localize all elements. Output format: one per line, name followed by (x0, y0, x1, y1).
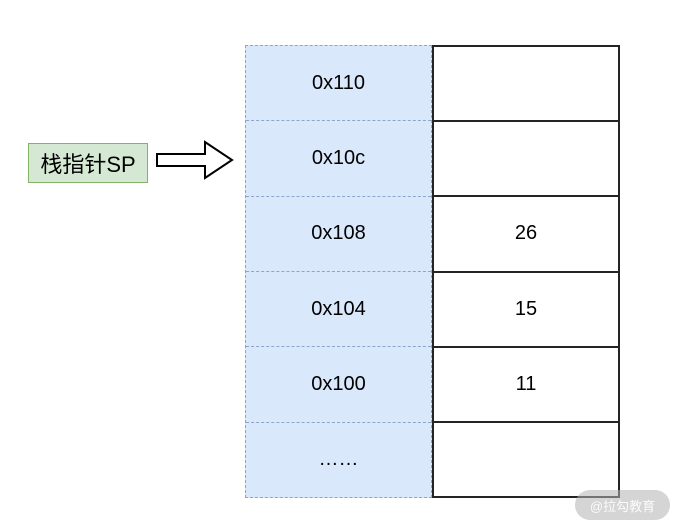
address-cell-0x108: 0x108 (246, 197, 431, 272)
address-label: 0x110 (311, 71, 365, 94)
value-label: 11 (515, 372, 537, 395)
address-cell-0x100: 0x100 (246, 347, 431, 423)
address-label: 0x108 (311, 222, 366, 245)
stack-pointer-label: 栈指针SP (28, 143, 148, 183)
address-label: 0x10c (311, 146, 366, 169)
value-cell-0x100: 11 (434, 348, 618, 423)
right-block-arrow-icon (156, 140, 234, 180)
address-cell-ellipsis: …… (246, 423, 431, 497)
value-column: 26 15 11 (432, 45, 620, 498)
right-block-arrow-shape (156, 140, 234, 180)
value-label: 26 (514, 222, 538, 245)
address-label: …… (318, 448, 359, 471)
address-cell-0x104: 0x104 (246, 272, 431, 348)
address-cell-0x110: 0x110 (246, 46, 431, 122)
address-cell-0x10c: 0x10c (246, 121, 431, 197)
address-label: 0x104 (311, 297, 366, 320)
address-column: 0x110 0x10c 0x108 0x104 0x100 …… (245, 45, 432, 498)
watermark-badge: @拉勾教育 (575, 490, 670, 520)
value-label: 15 (514, 297, 538, 320)
value-cell-ellipsis (434, 423, 618, 496)
stack-memory-table: 0x110 0x10c 0x108 0x104 0x100 …… 26 15 (245, 45, 620, 498)
value-cell-0x108: 26 (434, 197, 618, 273)
address-label: 0x100 (311, 372, 366, 395)
watermark-text: @拉勾教育 (589, 498, 656, 514)
value-cell-0x104: 15 (434, 273, 618, 348)
value-cell-0x10c (434, 122, 618, 198)
value-cell-0x110 (434, 47, 618, 123)
stack-pointer-label-text: 栈指针SP (40, 152, 136, 177)
